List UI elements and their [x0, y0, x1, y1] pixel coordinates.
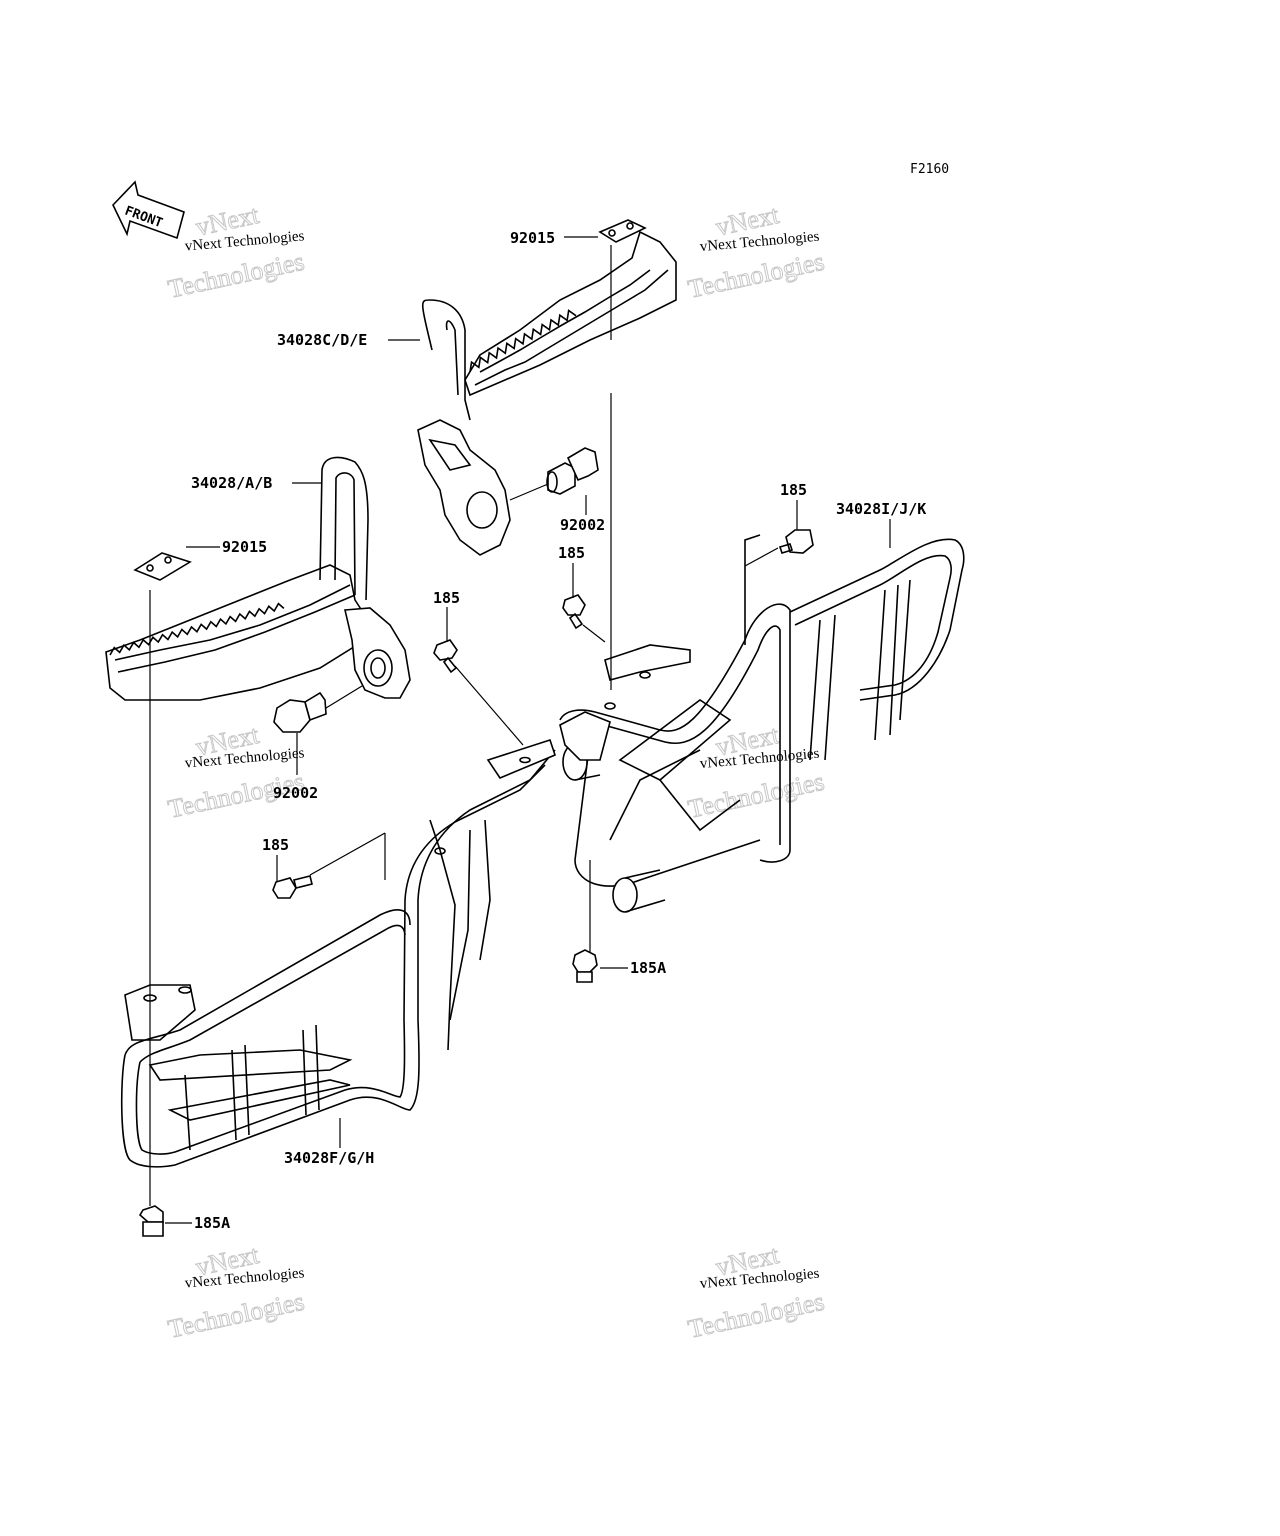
svg-text:Technologies: Technologies: [686, 767, 827, 824]
label-185-left: 185: [262, 836, 289, 854]
pivot-bolt-left: [273, 691, 327, 733]
bolt-185-left: [272, 875, 313, 899]
label-185-mid: 185: [558, 544, 585, 562]
label-34028ijk: 34028I/J/K: [836, 500, 926, 518]
footpeg-left: [105, 456, 411, 733]
svg-text:Technologies: Technologies: [166, 1287, 307, 1344]
bolt-185a-left: [138, 1205, 164, 1237]
bolt-185a-right: [572, 949, 598, 983]
watermark-mid-right: vNext Technologies: [685, 719, 827, 824]
tube-end: [612, 877, 638, 913]
label-185-top-right: 185: [780, 481, 807, 499]
label-92015-left: 92015: [222, 538, 267, 556]
svg-text:Technologies: Technologies: [166, 247, 307, 304]
label-92015-top: 92015: [510, 229, 555, 247]
bolt-185-mid: [562, 594, 606, 643]
bolt-185-center: [433, 639, 458, 674]
guard-right: [559, 534, 965, 913]
watermark-bottom-left: vNext Technologies: [165, 1239, 307, 1344]
svg-text:Technologies: Technologies: [686, 1287, 827, 1344]
footpeg-upper-right: [417, 219, 677, 556]
label-34028fgh: 34028F/G/H: [284, 1149, 374, 1167]
label-185a-left: 185A: [194, 1214, 230, 1232]
label-185-center: 185: [433, 589, 460, 607]
watermark-bottom-right: vNext Technologies: [685, 1239, 827, 1344]
label-92002-mid: 92002: [560, 516, 605, 534]
svg-text:Technologies: Technologies: [686, 247, 827, 304]
bolt-185-top-right: [778, 529, 814, 554]
label-34028ab: 34028/A/B: [191, 474, 272, 492]
label-92002-left: 92002: [273, 784, 318, 802]
rubber-pad-left: [133, 552, 192, 581]
figure-code: F2160: [910, 162, 949, 177]
leader-lines: [149, 236, 891, 1224]
guard-left: [120, 665, 556, 1168]
pivot-bolt-upper: [546, 447, 599, 495]
front-arrow-icon: FRONT: [112, 180, 185, 240]
label-185a-right: 185A: [630, 959, 666, 977]
label-34028cde: 34028C/D/E: [277, 331, 367, 349]
